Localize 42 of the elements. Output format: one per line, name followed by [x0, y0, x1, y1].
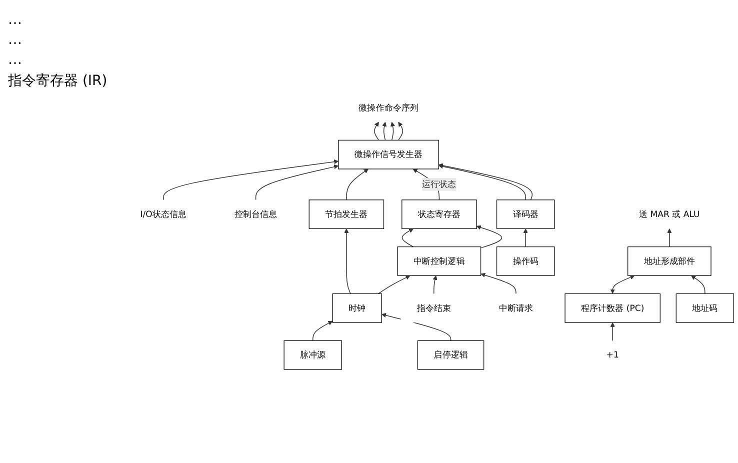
arrow — [390, 122, 396, 141]
node-box: 脉冲源 — [284, 340, 342, 370]
arrow — [667, 228, 672, 248]
arrow — [610, 322, 615, 342]
note-label: … — [8, 52, 23, 68]
node-box: 操作码 — [496, 246, 555, 276]
node-box: 启停逻辑 — [417, 340, 484, 370]
arrow — [346, 168, 368, 200]
arrow — [382, 122, 387, 141]
node-box: 微操作信号发生器 — [338, 140, 439, 170]
node-box: 地址码 — [676, 294, 734, 323]
node-box: 时钟 — [332, 294, 382, 323]
node-box: 状态寄存器 — [402, 200, 477, 230]
node-box: 中断控制逻辑 — [397, 246, 482, 276]
node-box: 节拍发生器 — [308, 200, 384, 230]
arrow — [402, 228, 414, 248]
arrow — [691, 276, 706, 294]
arrow — [523, 228, 528, 248]
arrow — [476, 225, 502, 248]
arrow — [480, 273, 516, 294]
note-label: … — [8, 32, 23, 48]
arrow — [398, 122, 404, 141]
node-box: 译码器 — [496, 200, 555, 230]
arrow — [610, 275, 635, 294]
node-text: I/O状态信息 — [140, 209, 186, 220]
node-box: 地址形成部件 — [628, 246, 712, 276]
note-label: … — [8, 12, 23, 28]
arrow — [432, 276, 438, 294]
arrow — [344, 228, 351, 294]
node-text: 中断请求 — [498, 302, 534, 314]
node-box: 程序计数器 (PC) — [564, 294, 660, 323]
arrow — [163, 160, 339, 200]
note-label: 指令寄存器 (IR) — [8, 72, 108, 90]
node-text: 微操作命令序列 — [358, 102, 418, 113]
arrow — [378, 276, 410, 294]
arrow — [374, 122, 380, 141]
node-text: 控制台信息 — [234, 209, 278, 220]
arrow — [255, 164, 339, 200]
arrow — [312, 321, 333, 342]
edge-label: 运行状态 — [422, 179, 456, 190]
node-text: +1 — [606, 350, 619, 360]
node-text: 送 MAR 或 ALU — [639, 209, 700, 220]
